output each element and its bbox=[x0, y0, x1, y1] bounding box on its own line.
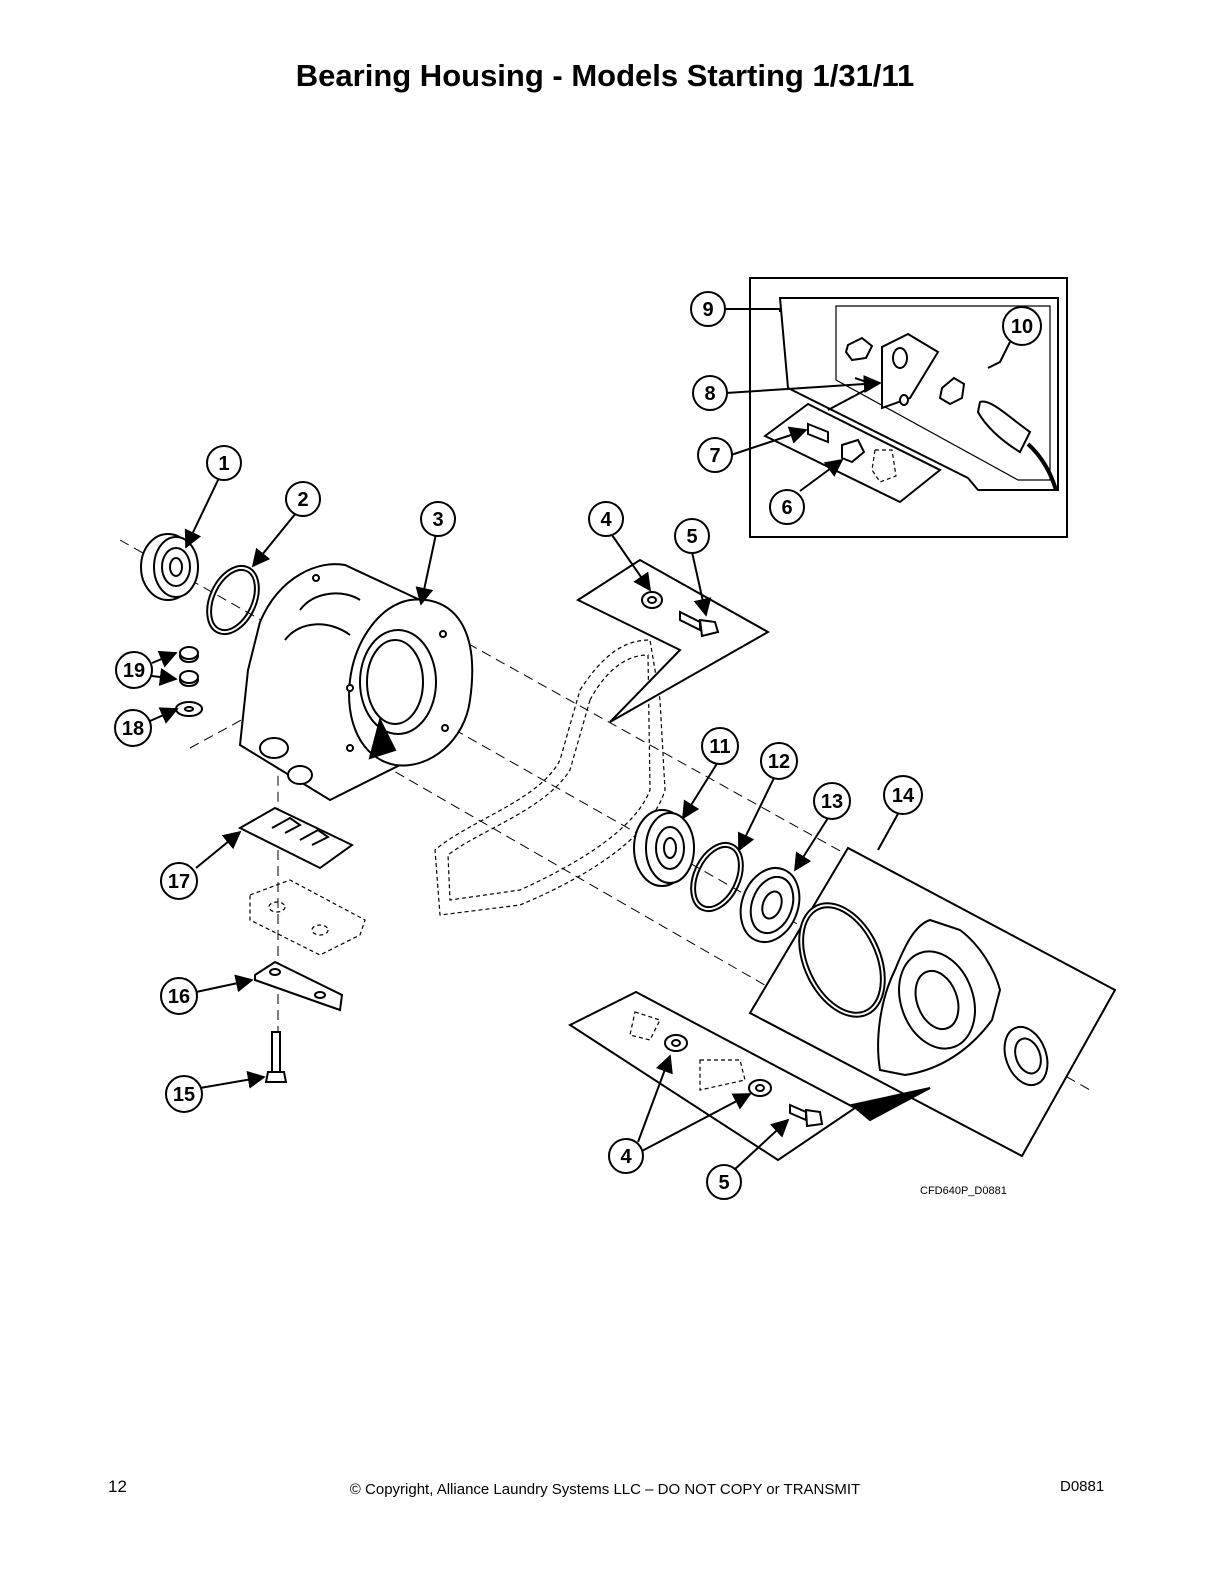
callout-8: 8 bbox=[692, 375, 728, 411]
callout-5-lower: 5 bbox=[706, 1164, 742, 1200]
copyright-notice: © Copyright, Alliance Laundry Systems LL… bbox=[349, 1481, 861, 1498]
callout-16: 16 bbox=[160, 977, 198, 1015]
svg-text:19: 19 bbox=[123, 660, 145, 682]
bearing-part-1 bbox=[140, 533, 199, 601]
svg-text:2: 2 bbox=[297, 489, 308, 511]
clip-part-16 bbox=[254, 960, 344, 1012]
svg-text:6: 6 bbox=[781, 497, 792, 519]
frame-bracket-dashed bbox=[434, 639, 666, 916]
document-id: D0881 bbox=[1060, 1478, 1105, 1495]
svg-text:4: 4 bbox=[600, 509, 612, 531]
svg-text:7: 7 bbox=[709, 445, 720, 467]
callout-2: 2 bbox=[285, 481, 321, 517]
callout-15: 15 bbox=[165, 1075, 203, 1113]
bearing-part-11 bbox=[633, 809, 695, 887]
bolt-part-15 bbox=[264, 1031, 288, 1083]
svg-text:14: 14 bbox=[892, 785, 915, 807]
callout-19: 19 bbox=[115, 651, 153, 689]
retaining-ring-part-2 bbox=[206, 564, 260, 636]
svg-text:4: 4 bbox=[620, 1146, 632, 1168]
callout-18: 18 bbox=[114, 709, 152, 747]
svg-text:15: 15 bbox=[173, 1084, 195, 1106]
leader-lines bbox=[149, 308, 1011, 1171]
retaining-ring-part-12 bbox=[690, 841, 744, 913]
bearing-housing-part-3 bbox=[238, 563, 474, 802]
svg-text:18: 18 bbox=[122, 718, 144, 740]
svg-text:5: 5 bbox=[686, 526, 697, 548]
callout-14: 14 bbox=[883, 775, 923, 815]
washer-parts-19-18 bbox=[175, 646, 203, 717]
bolt-panel-upper bbox=[575, 558, 771, 723]
svg-text:11: 11 bbox=[709, 736, 730, 758]
callout-9: 9 bbox=[690, 291, 726, 327]
callout-4-upper: 4 bbox=[588, 501, 624, 537]
callout-13: 13 bbox=[813, 782, 851, 820]
svg-text:13: 13 bbox=[821, 791, 843, 813]
callout-11: 11 bbox=[701, 727, 739, 765]
bolt-panel-lower bbox=[567, 990, 931, 1162]
svg-text:9: 9 bbox=[702, 299, 713, 321]
svg-text:12: 12 bbox=[768, 751, 790, 773]
callout-4-lower: 4 bbox=[608, 1138, 644, 1174]
svg-text:5: 5 bbox=[718, 1172, 729, 1194]
callout-3: 3 bbox=[420, 501, 456, 537]
callout-7: 7 bbox=[697, 437, 733, 473]
svg-text:17: 17 bbox=[168, 871, 190, 893]
page-title: Bearing Housing - Models Starting 1/31/1… bbox=[295, 58, 915, 93]
callout-6: 6 bbox=[769, 489, 805, 525]
callout-1: 1 bbox=[206, 445, 242, 481]
svg-text:1: 1 bbox=[218, 453, 229, 475]
svg-text:10: 10 bbox=[1011, 316, 1033, 338]
svg-text:16: 16 bbox=[168, 986, 190, 1008]
figure-id: CFD640P_D0881 bbox=[920, 1185, 1007, 1197]
callout-5-upper: 5 bbox=[674, 518, 710, 554]
cover-assembly-panel-14 bbox=[748, 846, 1117, 1158]
page-number: 12 bbox=[108, 1477, 127, 1496]
svg-text:3: 3 bbox=[432, 509, 443, 531]
seal-part-13 bbox=[739, 867, 801, 943]
shim-part-17 bbox=[237, 806, 354, 870]
base-plate-dashed bbox=[249, 879, 366, 956]
callout-12: 12 bbox=[760, 742, 798, 780]
svg-text:8: 8 bbox=[704, 383, 715, 405]
callout-17: 17 bbox=[160, 862, 198, 900]
callout-10: 10 bbox=[1002, 306, 1042, 346]
